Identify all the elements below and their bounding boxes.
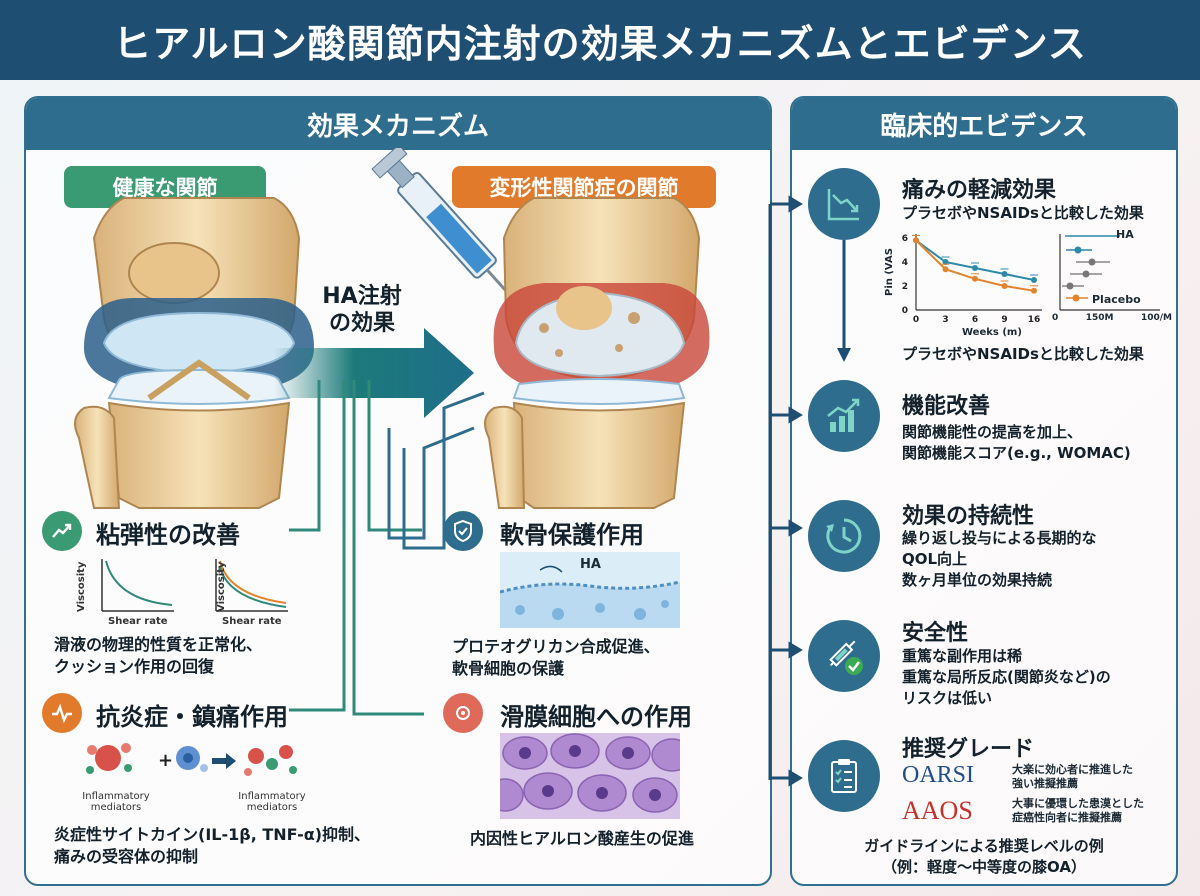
title-bar: ヒアルロン酸関節内注射の効果メカニズムとエビデンス xyxy=(0,0,1200,80)
synovial-cell-icon xyxy=(443,693,483,733)
healthy-joint-icon xyxy=(74,197,314,509)
pain-x-tick: 3 xyxy=(942,315,948,325)
shear-x-label-1: Shear rate xyxy=(108,616,168,627)
data-point-ha xyxy=(972,265,978,271)
synovial-text: 内因性ヒアルロン酸産生の促進 xyxy=(470,829,694,848)
oa-connector-lines xyxy=(387,391,485,550)
data-point-placebo xyxy=(1031,287,1037,294)
aaos-text: 大事に優環した患漠とした 症癌性向者に推擬推薦 xyxy=(1012,797,1144,824)
data-point-ha xyxy=(942,259,949,265)
bar-chart-icon xyxy=(808,380,880,452)
data-point-ha xyxy=(1001,271,1008,277)
viscoelastic-text: 滑液の物理的性質を正常化、 クッション作用の回復 xyxy=(54,635,263,676)
oarsi-text: 大楽に効心者に推進した 強い推擬推薦 xyxy=(1012,763,1133,790)
grade-caption: ガイドラインによる推奨レベルの例 （例：軽度〜中等度の膝OA） xyxy=(864,837,1104,876)
pain-title: 痛みの軽減効果 xyxy=(902,178,1057,203)
forest-placebo-label: Placebo xyxy=(1092,293,1141,306)
pain-y-tick: 2 xyxy=(902,282,908,292)
function-text: 関節機能性の提高を加上、 関節機能スコア(e.g., WOMAC) xyxy=(902,423,1131,462)
oarsi-logo: OARSI xyxy=(902,762,975,788)
chart-trend-icon xyxy=(42,511,82,551)
pain-y-tick: 0 xyxy=(902,306,908,316)
injection-arrow xyxy=(274,328,474,418)
data-point-placebo xyxy=(972,275,978,282)
cartilage-title: 軟骨保護作用 xyxy=(500,521,644,549)
data-point-placebo xyxy=(913,237,919,244)
shield-icon xyxy=(443,511,483,551)
pain-y-tick: 4 xyxy=(902,258,908,268)
anti-inflammatory-title: 抗炎症・鎮痛作用 xyxy=(96,703,288,731)
aaos-logo: AAOS xyxy=(902,796,973,825)
evidence-flow-arrows xyxy=(768,195,803,787)
viscosity-charts xyxy=(101,559,288,612)
pain-x-tick: 6 xyxy=(972,315,978,325)
page-title: ヒアルロン酸関節内注射の効果メカニズムとエビデンス xyxy=(113,21,1087,66)
cartilage-ha-illustration xyxy=(500,552,680,628)
shear-x-label-2: Shear rate xyxy=(222,616,282,627)
pain-down-arrow xyxy=(837,240,851,362)
data-point-ha xyxy=(1031,277,1037,283)
cartilage-text: プロテオグリカン合成促進、 軟骨細胞の保護 xyxy=(452,637,660,678)
syringe-check-icon xyxy=(808,620,880,692)
forest-x-ticks: 0 150M 100/M xyxy=(1052,313,1172,323)
pain-chart: 0 2 4 6 0 3 6 9 16 xyxy=(902,234,1160,325)
viscosity-y-label-1: Viscosity xyxy=(76,561,87,612)
injection-effect-label: HA注射 の効果 xyxy=(322,284,402,336)
clipboard-icon xyxy=(808,740,880,812)
mediator-label-left: Inflammatory mediators xyxy=(82,791,150,813)
joint-illustration xyxy=(74,148,710,716)
syringe-icon xyxy=(371,148,529,316)
pain-caption: プラセボやNSAIDsと比較した効果 xyxy=(902,345,1144,363)
synovial-title: 滑膜細胞への作用 xyxy=(500,703,692,731)
pulse-icon xyxy=(42,693,82,733)
pain-subtitle: プラセボやNSAIDsと比較した効果 xyxy=(902,204,1144,222)
clock-icon xyxy=(808,500,880,572)
pain-x-tick: 16 xyxy=(1028,315,1041,325)
data-point-placebo xyxy=(1001,283,1008,289)
inflammatory-mediators-icon: + xyxy=(86,743,297,776)
ha-molecule-label: HA xyxy=(580,557,601,572)
svg-text:+: + xyxy=(158,750,173,771)
safety-title: 安全性 xyxy=(902,621,969,646)
pain-x-tick: 0 xyxy=(913,315,919,325)
anti-inflammatory-text: 炎症性サイトカイン(IL-1β, TNF-α)抑制、 痛みの受容体の抑制 xyxy=(54,825,371,866)
data-point-placebo xyxy=(942,266,949,273)
duration-title: 効果の持続性 xyxy=(902,504,1035,529)
pain-x-label: Weeks (m) xyxy=(962,327,1022,338)
mechanism-header: 効果メカニズム xyxy=(26,98,770,150)
forest-ha-label: HA xyxy=(1116,228,1134,241)
function-title: 機能改善 xyxy=(902,394,991,419)
pain-y-label: Pin (VAS xyxy=(884,248,895,296)
evidence-header: 臨床的エビデンス xyxy=(792,98,1176,150)
oa-joint-icon xyxy=(484,197,710,509)
viscoelastic-title: 粘弾性の改善 xyxy=(96,521,240,549)
viscosity-y-label-2: Viscosity xyxy=(216,561,227,612)
mediator-label-right: Inflammatory mediators xyxy=(238,791,306,813)
synovial-cells-illustration xyxy=(500,733,680,819)
pain-x-tick: 9 xyxy=(1001,315,1007,325)
safety-text: 重篤な副作用は稀 重篤な局所反応(関節炎など)の リスクは低い xyxy=(902,647,1111,707)
grade-title: 推奨グレード xyxy=(902,737,1035,762)
duration-text: 繰り返し投与による長期的な QOL向上 数ヶ月単位の効果持続 xyxy=(902,529,1097,589)
pain-y-tick: 6 xyxy=(902,234,908,244)
pain-trend-icon xyxy=(808,168,880,240)
